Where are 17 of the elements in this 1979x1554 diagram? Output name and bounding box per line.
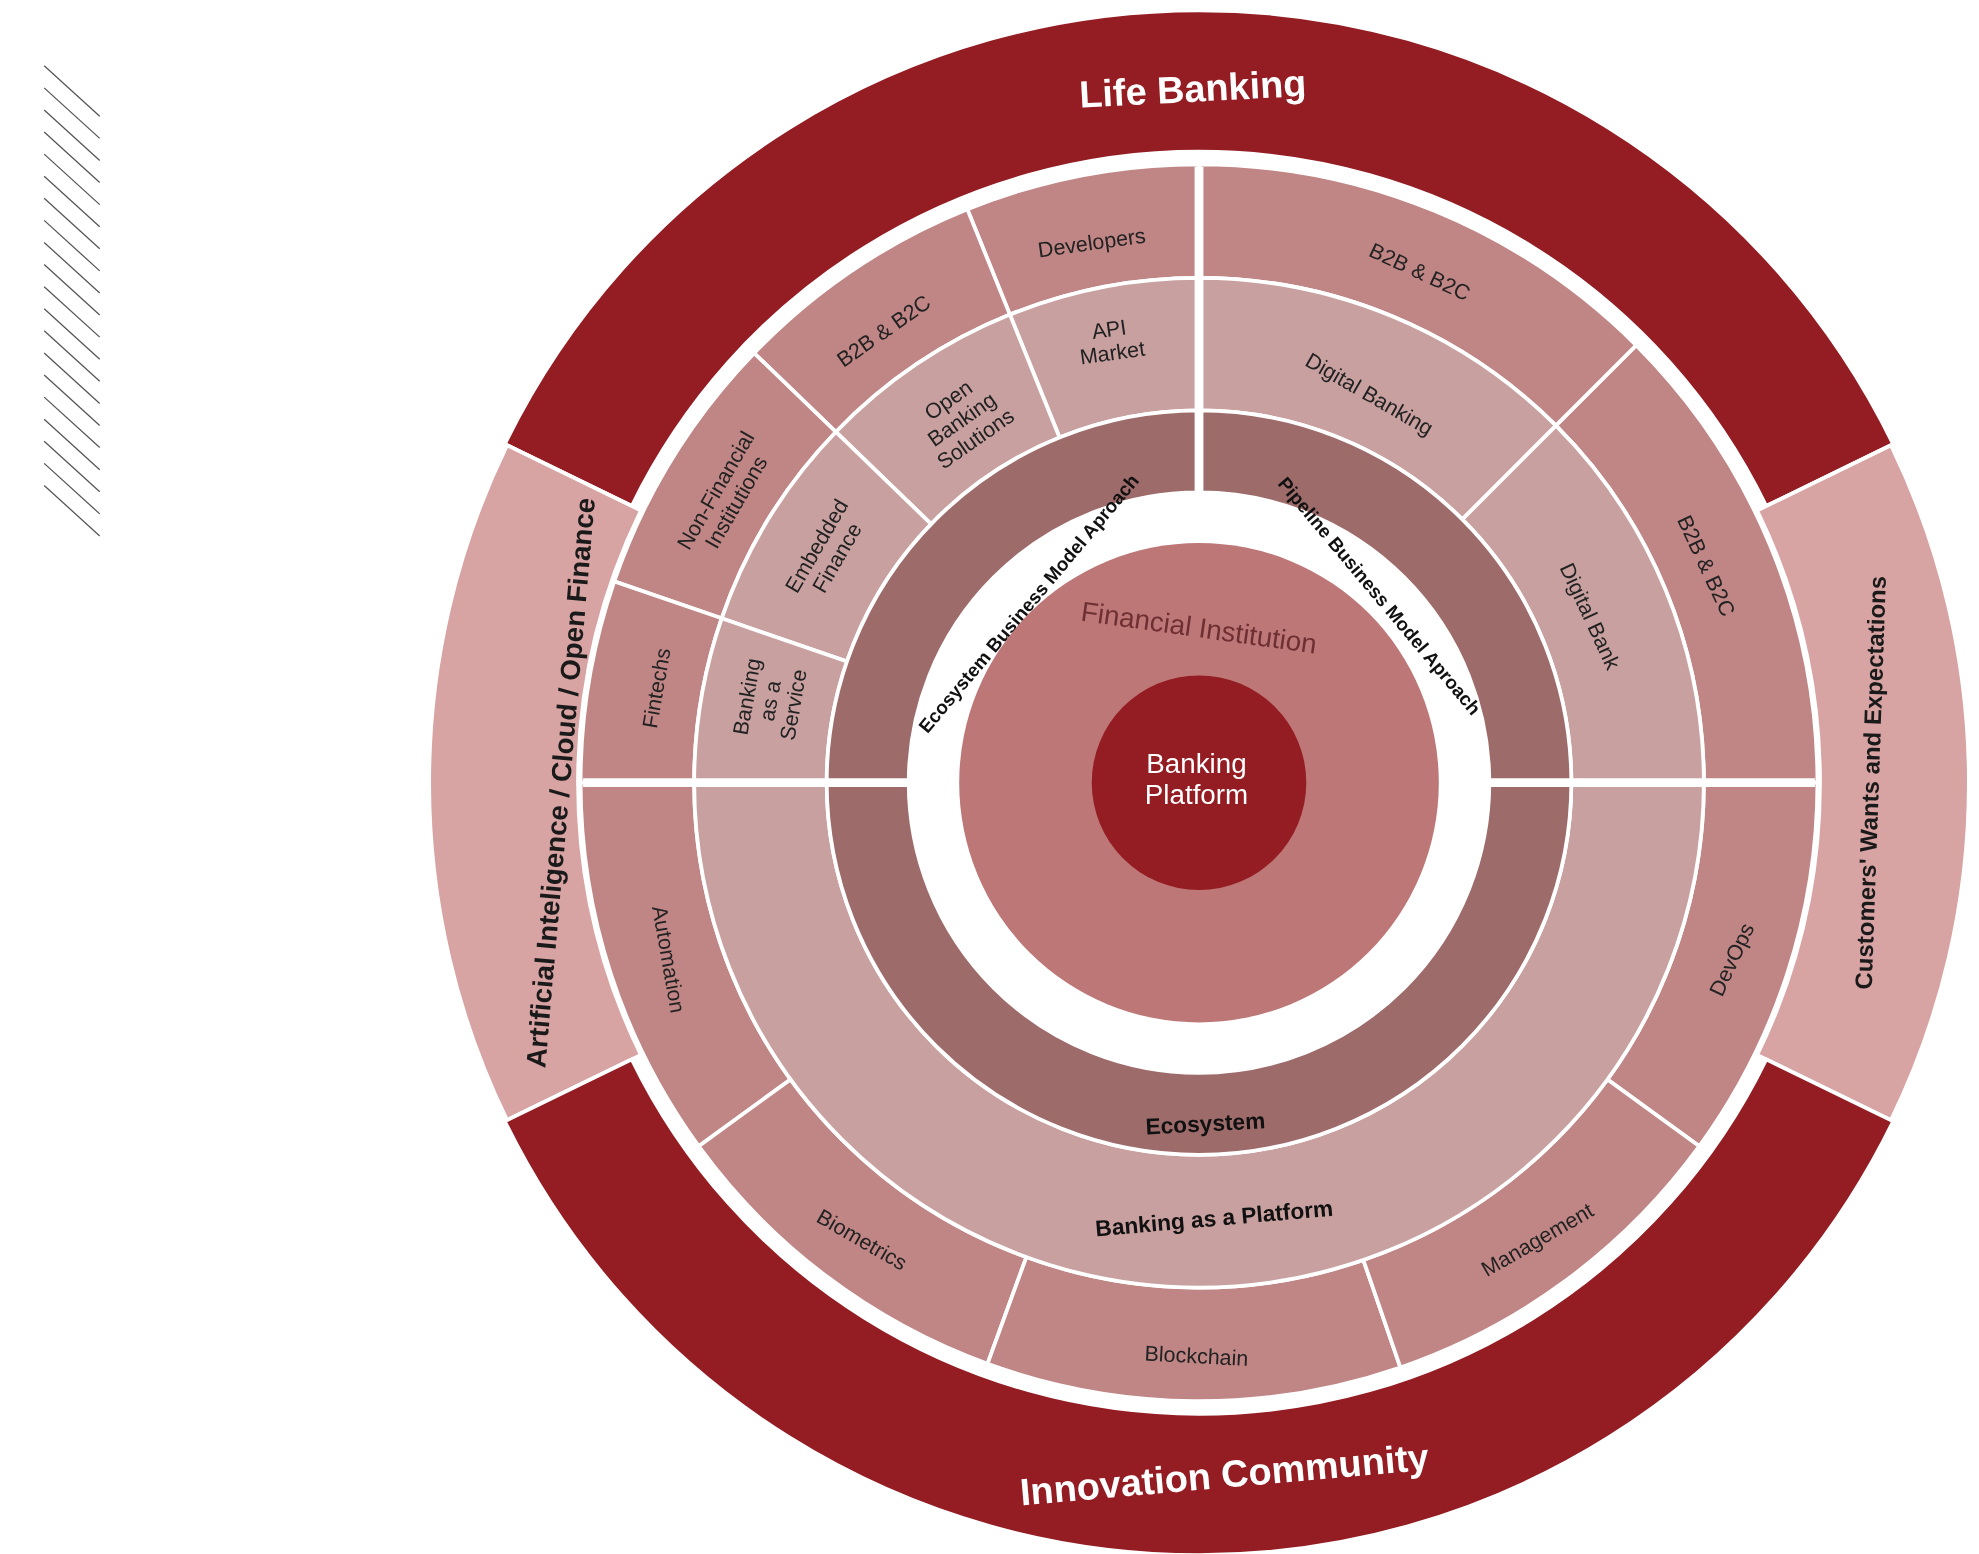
segment-label: Ecosystem	[1144, 1107, 1266, 1140]
segment-label: Fintechs	[637, 646, 676, 731]
segment-label: B2B & B2C	[832, 290, 936, 373]
segment-label: B2B & B2C	[1365, 238, 1474, 306]
segment-label: Innovation Community	[1018, 1435, 1431, 1514]
segment-label: Developers	[1036, 223, 1148, 263]
segment-label: Customers' Wants and Expectations	[1849, 575, 1892, 990]
segment-label: Financial Institution	[1079, 595, 1319, 660]
segment-label: API Market	[1078, 315, 1147, 370]
segment-label: Automation	[647, 904, 690, 1015]
segment-label: Banking as a Platform	[1094, 1194, 1335, 1242]
segment-label: Banking Platform	[1144, 748, 1249, 810]
segment-label: Banking as a Service	[728, 656, 812, 743]
segment-label: Artificial Inteligence / Cloud / Open Finance	[520, 496, 601, 1069]
segment-label: Blockchain	[1144, 1341, 1249, 1371]
segment-label: Life Banking	[1078, 61, 1308, 116]
segment-label: B2B & B2C	[1672, 511, 1740, 620]
